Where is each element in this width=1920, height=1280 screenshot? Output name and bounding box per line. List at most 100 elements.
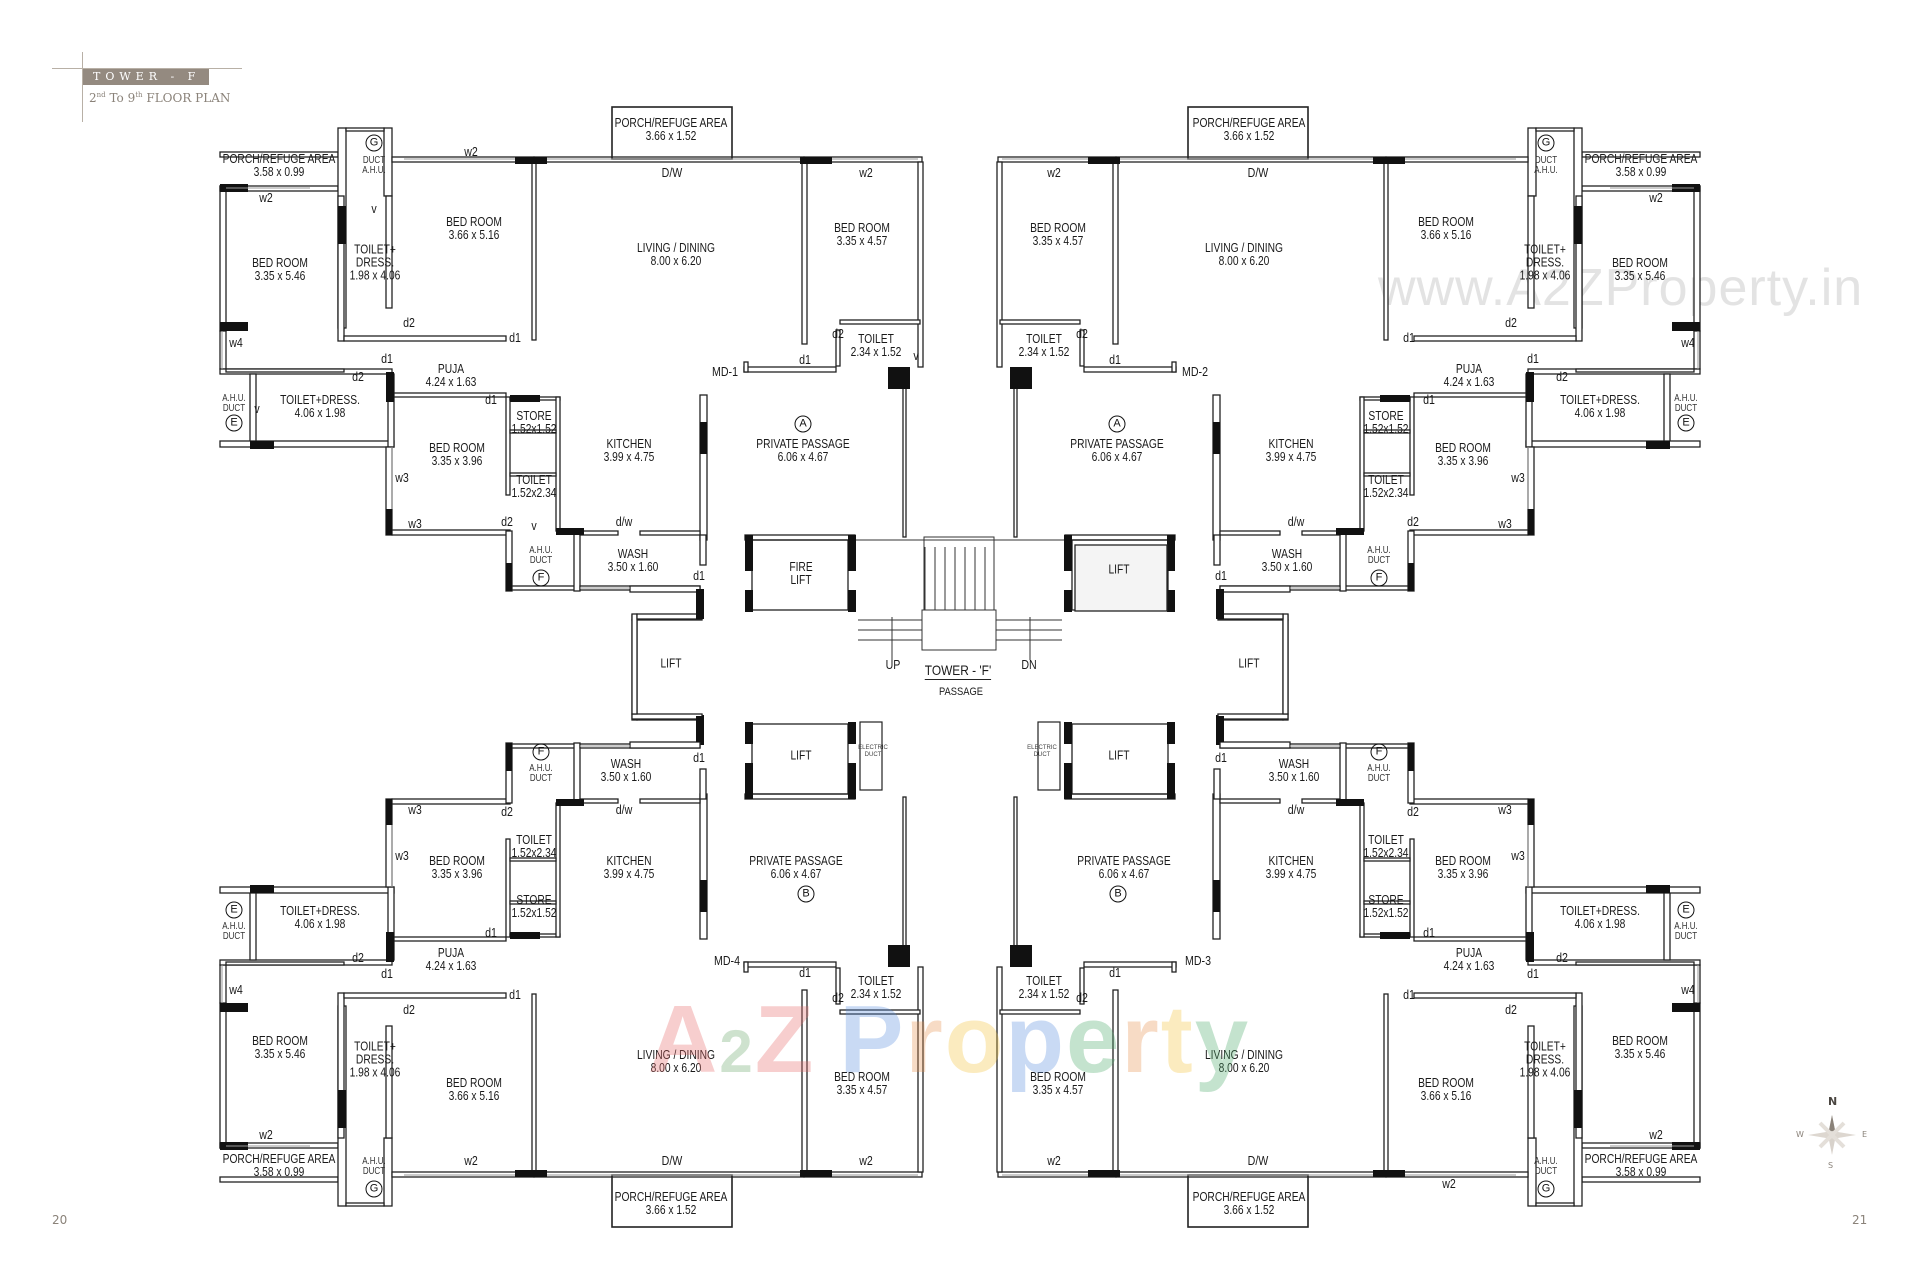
opening-w4: w4	[229, 336, 243, 350]
opening-w2: w2	[1442, 1177, 1456, 1191]
toilet-dress-vertical-tl: TOILET+DRESS.1.98 x 4.06	[349, 242, 401, 283]
opening-d1: d1	[509, 988, 521, 1002]
subtitle-sup1: nd	[96, 91, 106, 99]
opening-d2: d2	[1407, 515, 1419, 529]
duct-marker-e-tl: E	[225, 414, 243, 432]
opening-w4: w4	[1681, 983, 1695, 997]
flat-marker-b-bl: B	[797, 885, 815, 903]
opening-d1: d1	[509, 331, 521, 345]
toilet-dress-horizontal-bl: TOILET+DRESS.4.06 x 1.98	[280, 904, 360, 931]
opening-d2: d2	[1556, 951, 1568, 965]
opening-d1: d1	[1527, 352, 1539, 366]
opening-dw-kitchen: d/w	[1287, 803, 1305, 817]
wm-char: r	[905, 986, 945, 1093]
opening-v: v	[254, 402, 260, 416]
lift-top-right: LIFT	[1108, 562, 1130, 577]
ahu-duct-f-label-tl: A.H.U.DUCT	[529, 545, 553, 566]
wm-char: A	[648, 986, 720, 1093]
subtitle-rest: FLOOR PLAN	[142, 91, 231, 105]
opening-v: v	[371, 202, 377, 216]
toilet-dress-vertical-tr: TOILET+DRESS.1.98 x 4.06	[1519, 242, 1571, 283]
opening-v: v	[531, 519, 537, 533]
opening-d1: d1	[1215, 751, 1227, 765]
compass-south: S	[1828, 1161, 1834, 1170]
opening-w3: w3	[395, 849, 409, 863]
opening-d1: d1	[485, 926, 497, 940]
tower-title: TOWER - F	[83, 69, 209, 85]
opening-w3: w3	[1498, 803, 1512, 817]
wm-char: Z	[754, 986, 816, 1093]
lift-bottom-right: LIFT	[1108, 748, 1130, 763]
ahu-duct-e-label-br: A.H.U.DUCT	[1674, 921, 1698, 942]
wm-char: p	[1005, 986, 1067, 1093]
opening-w2: w2	[259, 191, 273, 205]
opening-d1: d1	[1215, 569, 1227, 583]
lift-right: LIFT	[1238, 656, 1260, 671]
flat-marker-a-tl: A	[794, 415, 812, 433]
stair-up-label: UP	[885, 658, 901, 672]
duct-marker-g-bl: G	[365, 1180, 383, 1198]
flat-marker-a-tr: A	[1108, 415, 1126, 433]
title-block: TOWER - F 2nd To 9th FLOOR PLAN	[52, 52, 252, 132]
lift-bottom-left: LIFT	[790, 748, 812, 763]
duct-marker-g-tr: G	[1537, 134, 1555, 152]
opening-d2: d2	[1076, 991, 1088, 1005]
opening-w4: w4	[1681, 336, 1695, 350]
opening-d1: d1	[1403, 988, 1415, 1002]
opening-w3: w3	[408, 517, 422, 531]
opening-w2: w2	[1047, 166, 1061, 180]
ahu-duct-e-label-tr: A.H.U.DUCT	[1674, 393, 1698, 414]
opening-d1: d1	[381, 352, 393, 366]
opening-w2: w2	[859, 1154, 873, 1168]
duct-marker-f-br: F	[1370, 743, 1388, 761]
wm-char: e	[1066, 986, 1122, 1093]
opening-d2: d2	[352, 951, 364, 965]
main-door-md2: MD-2	[1182, 365, 1208, 379]
opening-w2: w2	[464, 1154, 478, 1168]
ahu-duct-e-label-tl: A.H.U.DUCT	[222, 393, 246, 414]
opening-d1: d1	[799, 353, 811, 367]
opening-w3: w3	[1511, 471, 1525, 485]
opening-w2: w2	[464, 145, 478, 159]
ahu-duct-e-label-bl: A.H.U.DUCT	[222, 921, 246, 942]
wm-char: y	[1194, 986, 1251, 1093]
floor-plan-subtitle: 2nd To 9th FLOOR PLAN	[89, 91, 230, 105]
opening-d2: d2	[501, 805, 513, 819]
opening-d1: d1	[1423, 393, 1435, 407]
subtitle-sup2: th	[135, 91, 143, 99]
opening-d2: d2	[1076, 327, 1088, 341]
opening-d2: d2	[832, 327, 844, 341]
